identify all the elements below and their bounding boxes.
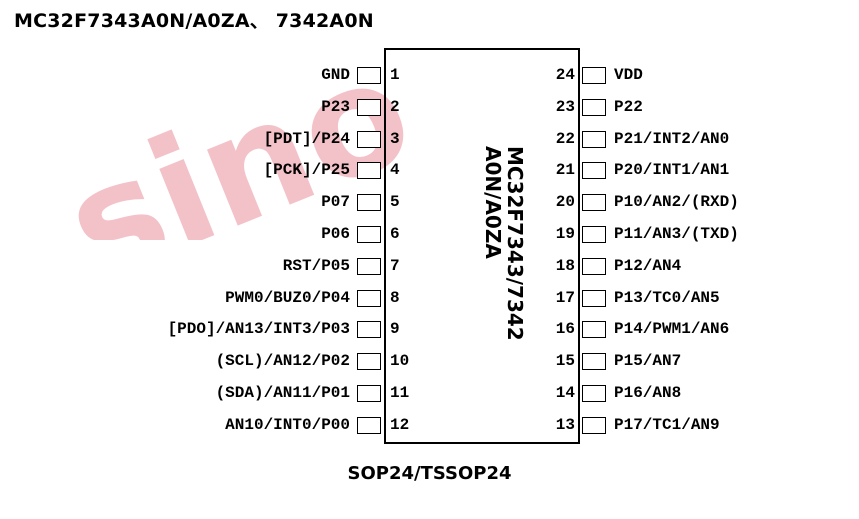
pin-box: [582, 289, 606, 307]
pin-box: [357, 321, 381, 339]
pin-label-left: RST/P05: [282, 256, 350, 275]
pin-box: [357, 416, 381, 434]
pin-box: [582, 226, 606, 243]
pin-number-left: 4: [390, 161, 400, 180]
pin-number-left: 12: [390, 415, 410, 434]
pin-number-right: 23: [555, 97, 575, 116]
pin-label-right: P21/INT2/AN0: [614, 129, 730, 148]
pin-label-right: P15/AN7: [614, 352, 682, 371]
pin-box: [357, 353, 381, 371]
pin-box: [357, 385, 381, 402]
pin-box: [582, 162, 606, 180]
pin-label-right: VDD: [614, 66, 643, 84]
pin-box: [582, 194, 606, 212]
chip-label: MC32F7343/7342 A0N/A0ZA: [481, 146, 527, 341]
pin-label-right: P11/AN3/(TXD): [614, 225, 739, 243]
pin-box: [357, 67, 381, 84]
pin-label-right: P12/AN4: [614, 256, 682, 275]
pin-number-right: 24: [555, 66, 575, 84]
pin-label-left: [PCK]/P25: [263, 161, 350, 180]
pin-number-right: 17: [555, 288, 575, 307]
pin-label-left: [PDT]/P24: [263, 129, 350, 148]
pin-box: [357, 194, 381, 212]
pin-box: [357, 130, 381, 148]
pin-box: [582, 321, 606, 339]
pin-box: [582, 353, 606, 371]
pin-label-right: P14/PWM1/AN6: [614, 320, 730, 339]
pin-box: [357, 257, 381, 275]
pin-box: [582, 257, 606, 275]
pin-number-right: 15: [555, 352, 575, 371]
pin-number-left: 3: [390, 129, 400, 148]
pin-number-right: 16: [555, 320, 575, 339]
pin-label-left: (SDA)/AN11/P01: [215, 384, 350, 402]
pin-number-right: 18: [555, 256, 575, 275]
pin-number-left: 7: [390, 256, 400, 275]
pin-box: [582, 385, 606, 402]
pin-label-left: P06: [321, 225, 350, 243]
pin-number-left: 5: [390, 193, 400, 212]
pin-label-right: P10/AN2/(RXD): [614, 193, 739, 212]
pin-box: [582, 416, 606, 434]
pin-box: [582, 130, 606, 148]
chip-body: [384, 48, 580, 444]
pin-box: [357, 226, 381, 243]
pin-number-left: 9: [390, 320, 400, 339]
pin-box: [582, 98, 606, 116]
pin-box: [357, 98, 381, 116]
pin-label-left: PWM0/BUZ0/P04: [225, 288, 350, 307]
pin-box: [357, 162, 381, 180]
page-title: MC32F7343A0N/A0ZA、 7342A0N: [14, 10, 374, 32]
pin-number-left: 11: [390, 384, 410, 402]
pin-label-right: P20/INT1/AN1: [614, 161, 730, 180]
pin-number-left: 2: [390, 97, 400, 116]
pin-box: [357, 289, 381, 307]
pin-label-left: GND: [321, 66, 350, 84]
pin-number-left: 6: [390, 225, 400, 243]
pin-number-left: 1: [390, 66, 400, 84]
pin-number-right: 14: [555, 384, 575, 402]
pin-number-left: 8: [390, 288, 400, 307]
pin-number-right: 22: [555, 129, 575, 148]
pin-label-right: P22: [614, 97, 643, 116]
pin-label-left: [PDO]/AN13/INT3/P03: [167, 320, 350, 339]
pin-number-right: 13: [555, 415, 575, 434]
pin-label-right: P16/AN8: [614, 384, 682, 402]
pin-box: [582, 67, 606, 84]
pin-label-left: AN10/INT0/P00: [225, 415, 350, 434]
pin-label-right: P13/TC0/AN5: [614, 288, 720, 307]
pin-number-right: 20: [555, 193, 575, 212]
pin-label-right: P17/TC1/AN9: [614, 415, 720, 434]
pin-number-right: 21: [555, 161, 575, 180]
pin-label-left: P23: [321, 97, 350, 116]
pin-number-right: 19: [555, 225, 575, 243]
package-label: SOP24/TSSOP24: [347, 463, 512, 484]
pin-label-left: P07: [321, 193, 350, 212]
pin-label-left: (SCL)/AN12/P02: [215, 352, 350, 371]
pin-number-left: 10: [390, 352, 410, 371]
